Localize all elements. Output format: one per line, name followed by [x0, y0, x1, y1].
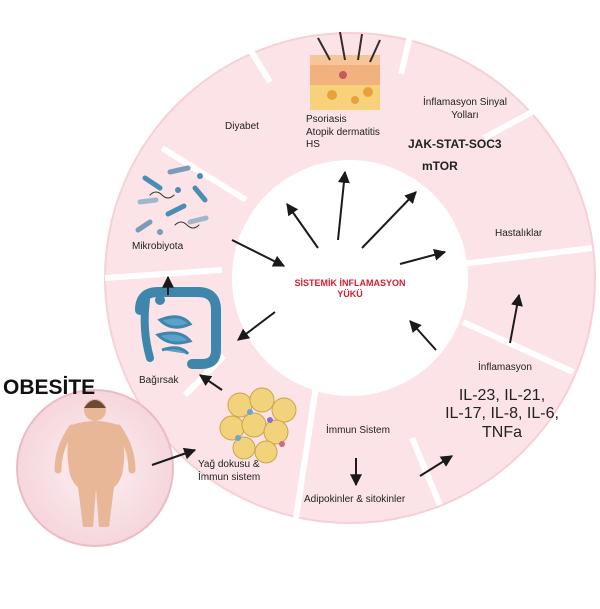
label-hastaliklar: Hastalıklar	[495, 228, 543, 239]
skin-layers-icon	[310, 31, 381, 110]
segment-dividers	[104, 31, 593, 519]
arrow-yag-bagirsak	[199, 374, 223, 391]
label-immun: İmmun Sistem	[326, 425, 390, 436]
label-skin-line3: HS	[306, 139, 320, 150]
arrows	[151, 170, 523, 487]
center-circle	[232, 160, 468, 396]
arrow-adipokin-interleukin	[419, 455, 454, 477]
label-jak: JAK-STAT-SOC3	[408, 137, 502, 151]
label-interleukins-line1: IL-23, IL-21,	[458, 387, 546, 404]
label-interleukins: IL-23, IL-21, IL-17, IL-8, IL-6, TNFa	[434, 387, 570, 442]
label-yag-line2: İmmun sistem	[198, 471, 261, 483]
arrow-center-signaling	[361, 191, 417, 249]
arrow-center-skin	[337, 170, 350, 241]
bacteria-icon	[135, 165, 209, 235]
center-title: SİSTEMİK İNFLAMASYON YÜKÜ	[282, 278, 418, 301]
arrow-inflamasyon-hastaliklar	[509, 293, 523, 344]
label-signaling-line1: İnflamasyon Sinyal	[423, 97, 507, 108]
label-interleukins-line3: TNFa	[482, 423, 522, 441]
center-title-line1: SİSTEMİK İNFLAMASYON	[294, 278, 406, 288]
label-diyabet: Diyabet	[225, 121, 259, 132]
label-signaling-line2: Yolları	[451, 109, 479, 121]
arrow-mikrobiyota-center	[231, 239, 286, 267]
label-signaling: İnflamasyon Sinyal Yolları	[410, 97, 520, 122]
label-mikrobiyota: Mikrobiyota	[132, 241, 184, 252]
arrow-obesite-yag	[151, 447, 197, 466]
center-title-line2: YÜKÜ	[337, 289, 363, 300]
label-skin-line2: Atopik dermatitis	[306, 126, 380, 138]
label-yag-line1: Yağ dokusu &	[198, 459, 260, 470]
adipose-tissue-icon	[219, 387, 297, 464]
label-skin: Psoriasis Atopik dermatitis HS	[306, 114, 380, 152]
label-obesite: OBESİTE	[3, 376, 96, 399]
label-adipokin: Adipokinler & sitokinler	[304, 494, 406, 505]
label-inflamasyon: İnflamasyon	[478, 362, 532, 373]
arrow-center-bagirsak	[237, 311, 276, 341]
human-figure-icon	[16, 389, 174, 547]
arrow-center-hastaliklar	[399, 248, 447, 265]
label-mtor: mTOR	[422, 159, 458, 173]
arrow-center-diyabet	[286, 203, 319, 249]
arrow-inflamasyon-center	[409, 320, 437, 351]
intestine-icon	[135, 287, 221, 369]
label-yag: Yağ dokusu & İmmun sistem	[198, 459, 260, 484]
label-bagirsak: Bağırsak	[139, 375, 179, 386]
label-interleukins-line2: IL-17, IL-8, IL-6,	[445, 405, 559, 423]
label-skin-line1: Psoriasis	[306, 114, 347, 125]
